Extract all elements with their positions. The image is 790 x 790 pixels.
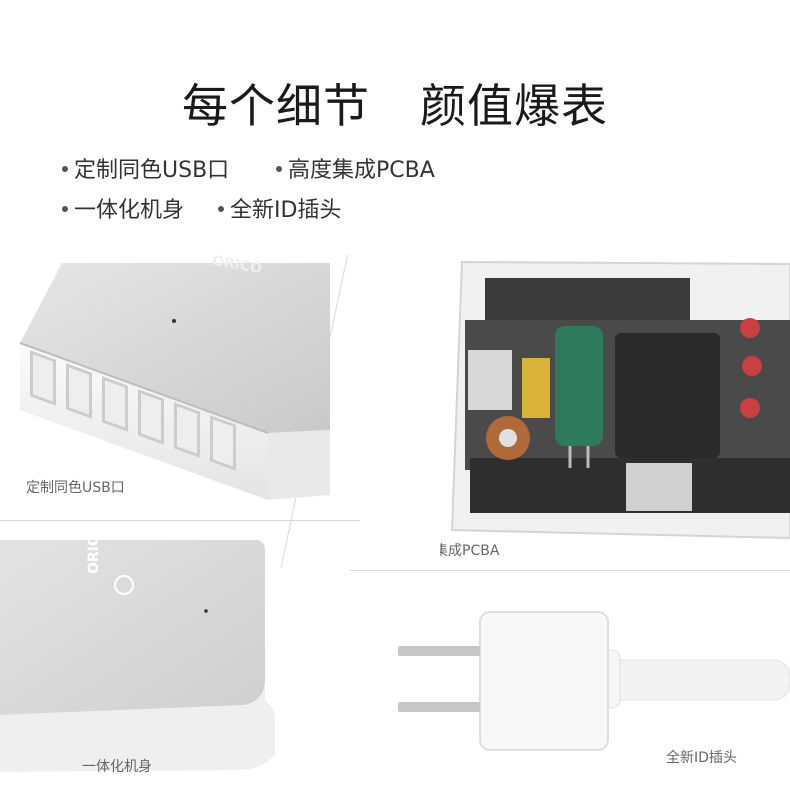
caption-body: 一体化机身 [82, 759, 152, 775]
divider-right [350, 570, 790, 571]
title-left: 每个细节 [182, 79, 370, 133]
bullet-icon [218, 206, 224, 212]
bullet-icon [62, 206, 68, 212]
usb-port [138, 389, 164, 445]
brand-logo: ORICO [86, 540, 102, 574]
caption-usb: 定制同色USB口 [26, 480, 125, 496]
feature-item-body: 一体化机身 [62, 192, 184, 224]
usb-port [30, 350, 56, 406]
page-title: 每个细节颜值爆表 [0, 70, 790, 136]
bullet-icon [62, 166, 68, 172]
panel-plug: 全新ID插头 [380, 590, 790, 790]
caption-pcba: 高度集成PCBA [440, 543, 500, 558]
caption-plug: 全新ID插头 [666, 750, 737, 766]
divider-left [0, 520, 360, 521]
feature-item-usb: 定制同色USB口 [62, 152, 229, 184]
panel-body: ORICO 一体化机身 [0, 540, 300, 790]
usb-port [102, 376, 128, 432]
panel-pcba: 高度集成PCBA [440, 258, 790, 558]
feature-item-pcba: 高度集成PCBA [276, 152, 435, 184]
plug-illustration [398, 611, 790, 751]
panel-usb-ports: ORICO 定制同色USB口 [0, 255, 350, 520]
charger-body-illustration [0, 540, 275, 772]
pcba-illustration [450, 260, 790, 540]
title-right: 颜值爆表 [420, 79, 608, 133]
usb-port [210, 415, 236, 471]
usb-port [66, 363, 92, 419]
usb-port [174, 402, 200, 458]
feature-item-plug: 全新ID插头 [218, 192, 341, 224]
bullet-icon [276, 166, 282, 172]
